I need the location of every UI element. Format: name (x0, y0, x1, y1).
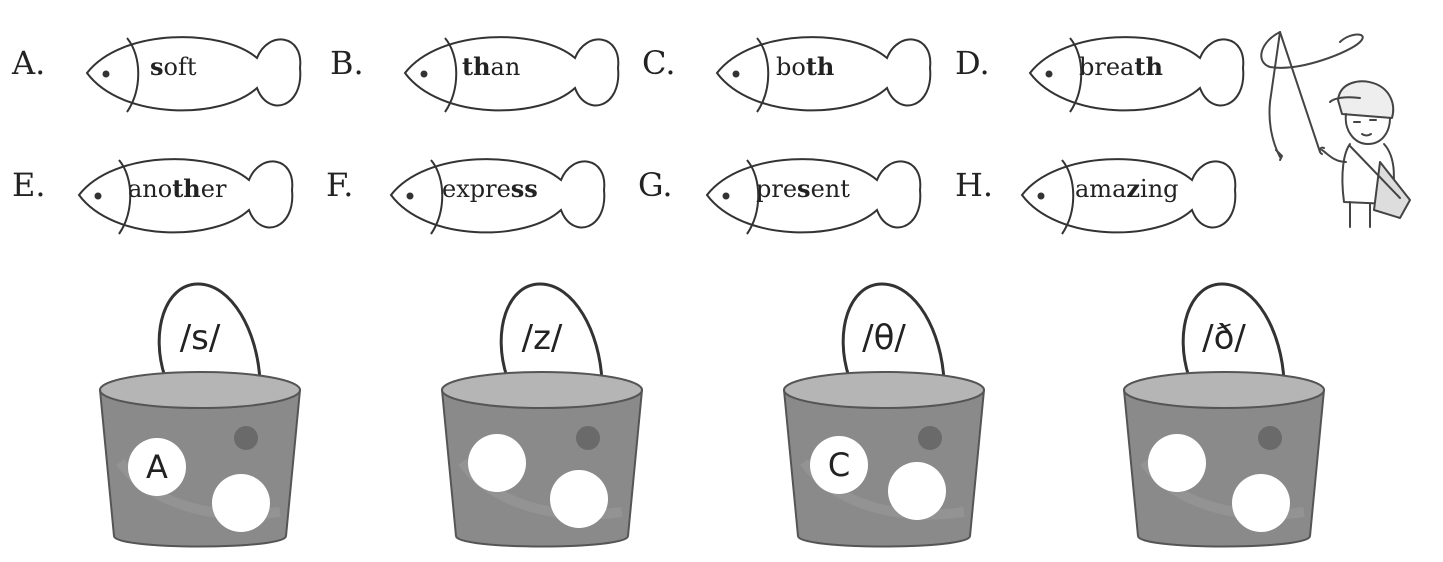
fish-letter: D. (955, 44, 990, 82)
answer-slot[interactable]: A (128, 438, 186, 496)
bucket-s: /s/ A (90, 282, 310, 552)
fish-letter: H. (955, 166, 994, 204)
bucket-theta: /θ/ C (774, 282, 994, 552)
phonetic-label: /z/ (521, 318, 563, 358)
fish-word: amazing (1075, 174, 1179, 203)
fish-item-g: G. present (638, 140, 938, 240)
phonetic-label: /θ/ (862, 318, 906, 358)
fish-icon (715, 36, 932, 113)
fish-icon (1020, 158, 1237, 235)
phonetic-label: /ð/ (1202, 318, 1246, 358)
answer-slot[interactable] (1148, 434, 1206, 492)
bucket-z: /z/ (432, 282, 652, 552)
fish-word: both (776, 52, 835, 81)
fish-letter: C. (642, 44, 676, 82)
answer-slot[interactable] (212, 474, 270, 532)
fish-letter: A. (12, 44, 46, 82)
answer-slot[interactable] (468, 434, 526, 492)
fish-letter: E. (12, 166, 46, 204)
answer-slot[interactable] (888, 462, 946, 520)
fish-item-a: A. soft (12, 18, 312, 118)
fish-icon (85, 36, 302, 113)
fish-icon (389, 158, 606, 235)
fish-icon (403, 36, 620, 113)
fish-item-e: E. another (12, 140, 312, 240)
fish-item-f: F. express (326, 140, 626, 240)
answer-slot[interactable] (550, 470, 608, 528)
fish-letter: F. (326, 166, 354, 204)
fish-icon (705, 158, 922, 235)
fish-item-d: D. breath (955, 18, 1255, 118)
fish-word: present (756, 174, 850, 203)
phonetic-label: /s/ (179, 318, 221, 358)
fish-word: breath (1079, 52, 1163, 81)
fish-word: express (442, 174, 538, 203)
answer-slot[interactable] (1232, 474, 1290, 532)
bucket-eth: /ð/ (1114, 282, 1334, 552)
fish-icon (77, 158, 294, 235)
fish-word: soft (150, 52, 197, 81)
fish-letter: G. (638, 166, 673, 204)
answer-slot[interactable]: C (810, 436, 868, 494)
fishing-boy-illustration (1260, 31, 1411, 228)
fish-word: another (128, 174, 227, 203)
fish-letter: B. (330, 44, 364, 82)
fish-word: than (462, 52, 521, 81)
fish-icon (1028, 36, 1245, 113)
fish-item-c: C. both (642, 18, 942, 118)
fish-item-h: H. amazing (955, 140, 1255, 240)
fish-item-b: B. than (330, 18, 630, 118)
